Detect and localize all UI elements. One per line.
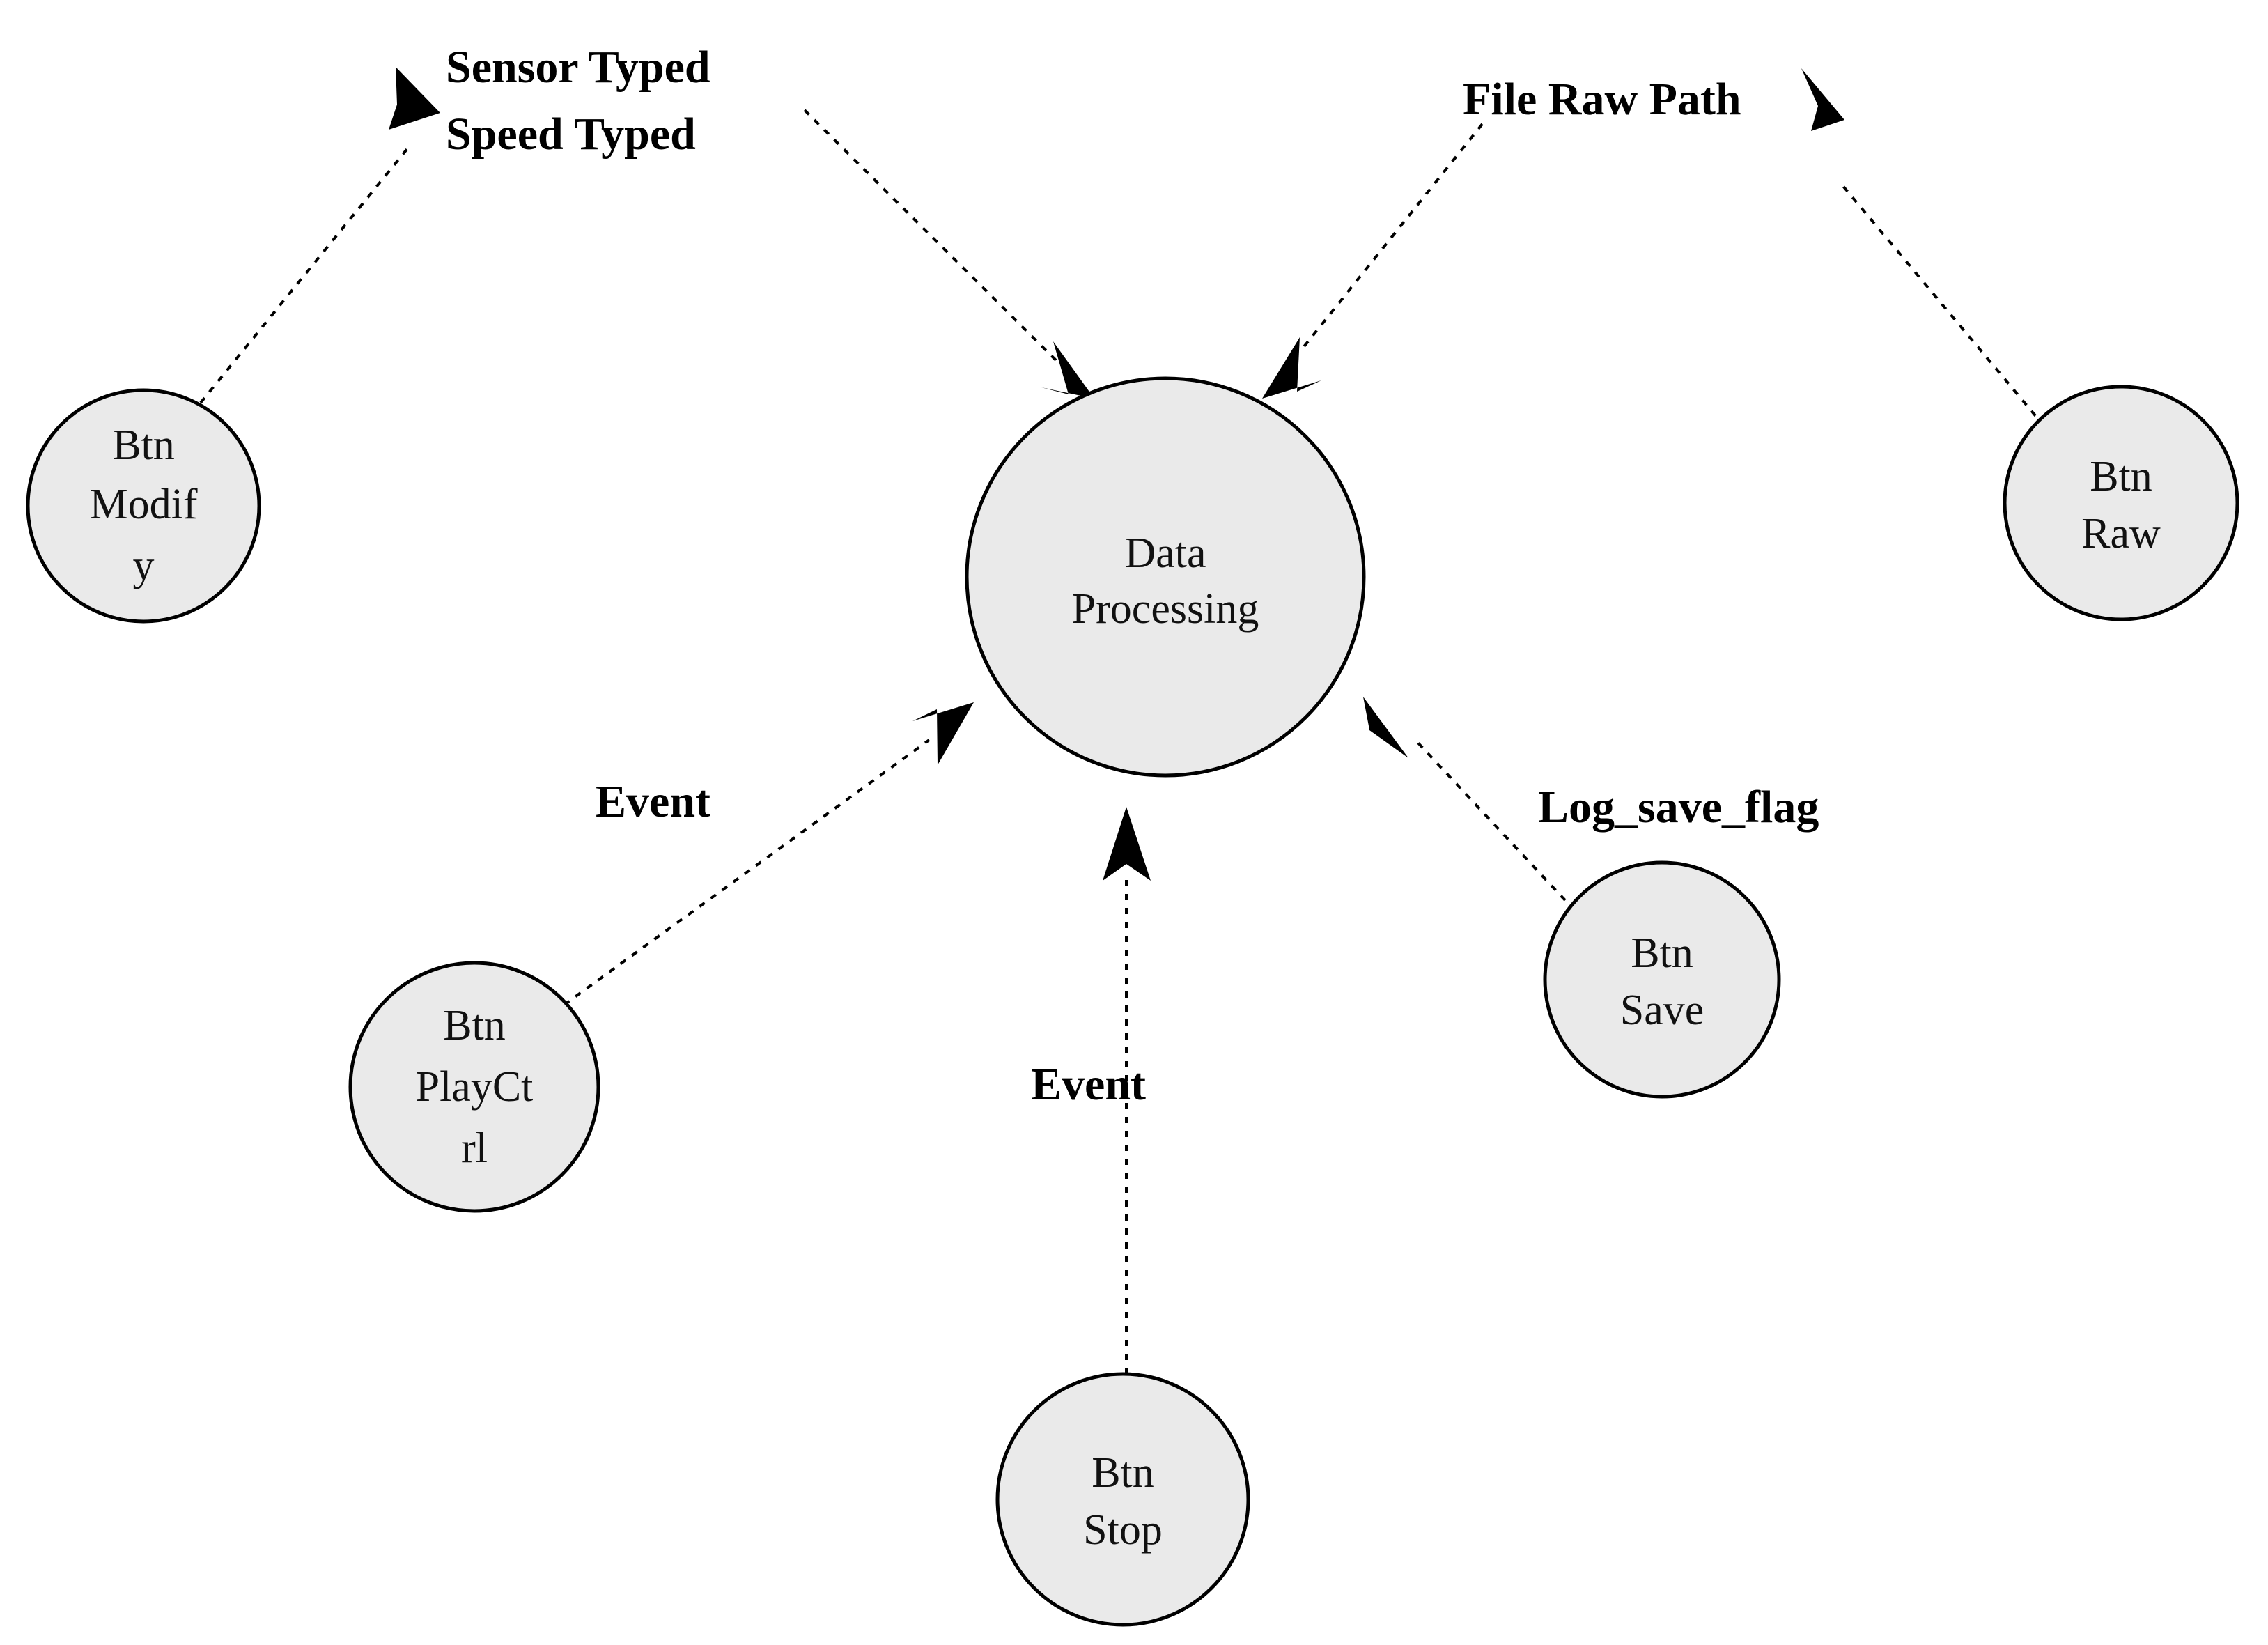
- node-label-data-processing-line2: Processing: [1072, 585, 1259, 633]
- node-shape-btn-stop[interactable]: [995, 1372, 1250, 1627]
- edge-raw-to-rawpath: [1801, 68, 2046, 428]
- arrow-head-sensor-speed-icon: [1041, 341, 1094, 399]
- edge-line-sensor-speed: [803, 109, 1066, 371]
- node-label-btn-playctrl-line3: rl: [461, 1125, 488, 1172]
- edge-line-playctrl: [563, 739, 931, 1006]
- node-btn-save[interactable]: Btn Save: [1543, 860, 1781, 1099]
- arrow-head-stop-icon: [1103, 807, 1151, 881]
- arrow-head-raw-icon: [1801, 68, 1844, 131]
- node-shape-btn-modify[interactable]: [26, 388, 261, 624]
- edge-playctrl-to-center: [563, 702, 974, 1006]
- arrow-head-save-icon: [1363, 697, 1408, 758]
- edge-label-event-bottom: Event: [1031, 1059, 1146, 1110]
- node-label-btn-stop-line1: Btn: [1092, 1449, 1154, 1497]
- node-shape-btn-raw[interactable]: [2003, 385, 2239, 621]
- node-btn-modify[interactable]: Btn Modif y: [26, 388, 261, 624]
- node-label-btn-raw-line2: Raw: [2081, 510, 2161, 557]
- node-label-btn-modify-line1: Btn: [112, 422, 175, 469]
- node-label-btn-raw-line1: Btn: [2090, 453, 2152, 500]
- node-label-btn-save-line1: Btn: [1631, 929, 1693, 977]
- arrow-head-rawpath-icon: [1262, 337, 1321, 399]
- edge-line-raw: [1838, 180, 2046, 428]
- edge-line-modify: [199, 146, 410, 404]
- node-btn-stop[interactable]: Btn Stop: [995, 1372, 1250, 1627]
- edge-label-event-left: Event: [596, 776, 710, 827]
- edge-line-save: [1413, 737, 1595, 932]
- node-label-btn-stop-line2: Stop: [1083, 1506, 1163, 1554]
- node-btn-playctrl[interactable]: Btn PlayCt rl: [348, 961, 600, 1213]
- edge-modify-to-sensor-speed: [199, 67, 440, 404]
- edge-sensor-speed-to-center: [803, 109, 1094, 399]
- edge-line-rawpath: [1301, 123, 1484, 350]
- node-shape-data-processing[interactable]: [965, 376, 1366, 778]
- node-label-data-processing-line1: Data: [1124, 530, 1206, 577]
- node-label-btn-save-line2: Save: [1620, 987, 1704, 1034]
- node-shape-btn-playctrl[interactable]: [348, 961, 600, 1213]
- node-btn-raw[interactable]: Btn Raw: [2003, 385, 2239, 621]
- node-label-btn-modify-line3: y: [133, 542, 155, 589]
- edge-label-sensor-typed: Sensor Typed: [446, 42, 710, 93]
- node-shape-btn-save[interactable]: [1543, 860, 1781, 1099]
- edge-label-file-raw-path: File Raw Path: [1463, 74, 1741, 125]
- edge-rawpath-to-center: [1262, 123, 1484, 399]
- arrow-head-modify-icon: [389, 67, 440, 130]
- node-data-processing[interactable]: Data Processing: [965, 376, 1366, 778]
- node-label-btn-playctrl-line2: PlayCt: [416, 1063, 534, 1111]
- node-label-btn-playctrl-line1: Btn: [443, 1002, 506, 1049]
- edge-label-speed-typed: Speed Typed: [446, 109, 696, 160]
- arrow-head-playctrl-icon: [912, 702, 974, 765]
- edge-save-to-center: [1363, 697, 1595, 932]
- edge-label-log-save-flag: Log_save_flag: [1538, 782, 1819, 833]
- node-label-btn-modify-line2: Modif: [90, 481, 198, 528]
- edge-stop-to-center: [1103, 807, 1151, 1374]
